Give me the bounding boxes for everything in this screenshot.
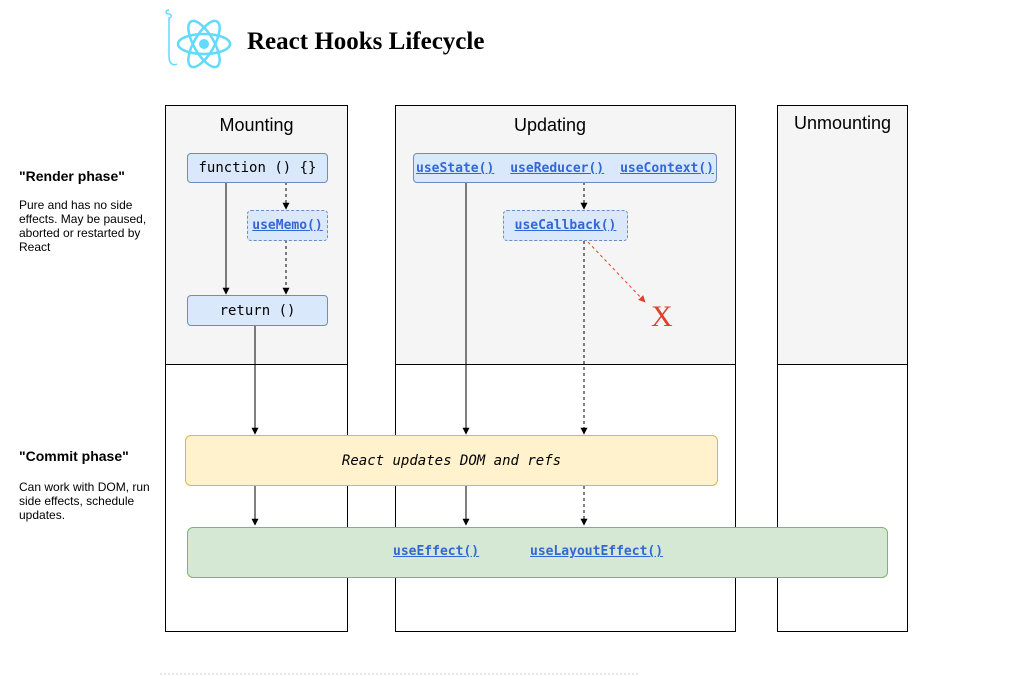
function-box: function () {}: [187, 153, 328, 183]
commit-phase-title: "Commit phase": [19, 448, 129, 464]
usereducer-link[interactable]: useReducer(): [510, 160, 605, 176]
unmounting-commit-area: [777, 364, 908, 632]
uselayouteffect-link[interactable]: useLayoutEffect(): [530, 544, 664, 559]
usememo-link[interactable]: useMemo(): [252, 218, 323, 233]
dom-update-label: React updates DOM and refs: [341, 452, 562, 469]
usememo-box: useMemo(): [247, 210, 328, 241]
effects-box: useEffect() useLayoutEffect(): [187, 527, 888, 578]
commit-phase-description: Can work with DOM, run side effects, sch…: [19, 480, 150, 522]
dom-update-box: React updates DOM and refs: [185, 435, 718, 486]
mounting-commit-area: [165, 364, 348, 632]
arrow-usecallback-to-x: [587, 241, 646, 303]
x-mark: X: [651, 300, 673, 333]
render-phase-description: Pure and has no side effects. May be pau…: [19, 198, 147, 254]
usecontext-link[interactable]: useContext(): [620, 160, 714, 176]
state-hooks-box: useState() useReducer() useContext(): [413, 153, 717, 183]
page-title: React Hooks Lifecycle: [247, 28, 485, 55]
unmounting-header: Unmounting: [793, 113, 892, 133]
mounting-header: Mounting: [219, 115, 294, 135]
usecallback-link[interactable]: useCallback(): [514, 218, 617, 233]
return-label: return (): [219, 302, 296, 319]
useeffect-link[interactable]: useEffect(): [393, 544, 480, 559]
unmounting-render-area: [777, 105, 908, 365]
function-label: function () {}: [198, 160, 317, 176]
updating-commit-area: [395, 364, 736, 632]
render-phase-title: "Render phase": [19, 168, 125, 184]
return-box: return (): [187, 295, 328, 326]
updating-header: Updating: [513, 115, 587, 135]
usestate-link[interactable]: useState(): [416, 160, 495, 176]
usecallback-box: useCallback(): [503, 210, 628, 241]
react-atom-icon: [165, 9, 232, 69]
